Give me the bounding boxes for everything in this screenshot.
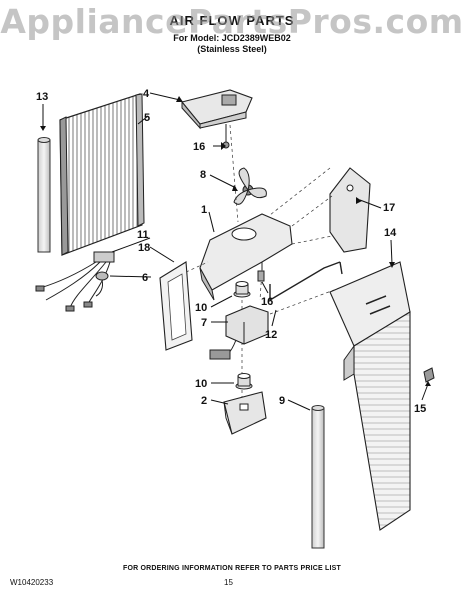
part-5-evaporator	[59, 93, 145, 256]
part-7-fan-motor	[209, 305, 269, 360]
callout-16-lower: 16	[261, 296, 273, 308]
model-line: For Model: JCD2389WEB02	[173, 33, 291, 43]
part-1-fan-housing	[199, 213, 293, 301]
callout-12: 12	[265, 329, 277, 341]
part-11-wire-harness	[35, 251, 115, 312]
part-9-tube	[311, 405, 325, 549]
callout-10-upper: 10	[195, 302, 207, 314]
callout-10-lower: 10	[195, 378, 207, 390]
callout-15: 15	[414, 403, 426, 415]
callout-5: 5	[144, 112, 150, 124]
part-8-fan-blade	[233, 167, 267, 205]
callout-7: 7	[201, 317, 207, 329]
page-number: 15	[224, 578, 233, 587]
callout-17: 17	[383, 202, 395, 214]
callout-16-upper: 16	[193, 141, 205, 153]
part-6-thermistor	[95, 271, 109, 297]
part-10-grommet-upper	[233, 281, 251, 298]
part-10-grommet-lower	[235, 373, 253, 390]
callout-6: 6	[142, 272, 148, 284]
part-15-screw	[423, 367, 435, 383]
callout-11: 11	[137, 229, 149, 241]
ordering-note: FOR ORDERING INFORMATION REFER TO PARTS …	[122, 565, 342, 572]
callout-14: 14	[384, 227, 397, 239]
part-17-shroud-plate	[329, 167, 371, 253]
callout-9: 9	[279, 395, 285, 407]
callout-2: 2	[201, 395, 207, 407]
part-4-air-duct-cap	[181, 89, 253, 149]
callout-1: 1	[201, 204, 207, 216]
part-14-grille-panel	[329, 261, 411, 531]
callout-leaders	[42, 92, 429, 411]
callout-18: 18	[138, 242, 150, 254]
callout-13: 13	[36, 91, 48, 103]
callout-8: 8	[200, 169, 206, 181]
document-number: W10420233	[10, 578, 54, 587]
page-title: AIR FLOW PARTS	[169, 13, 295, 28]
part-16-screw-lower	[257, 270, 265, 282]
part-12-bracket	[269, 261, 343, 302]
part-13-tube	[37, 137, 51, 253]
arrowheads	[40, 96, 431, 386]
finish-line: (Stainless Steel)	[197, 44, 267, 54]
part-18-gasket	[159, 261, 193, 351]
callout-4: 4	[143, 88, 150, 100]
part-2-motor-bracket	[223, 391, 267, 435]
